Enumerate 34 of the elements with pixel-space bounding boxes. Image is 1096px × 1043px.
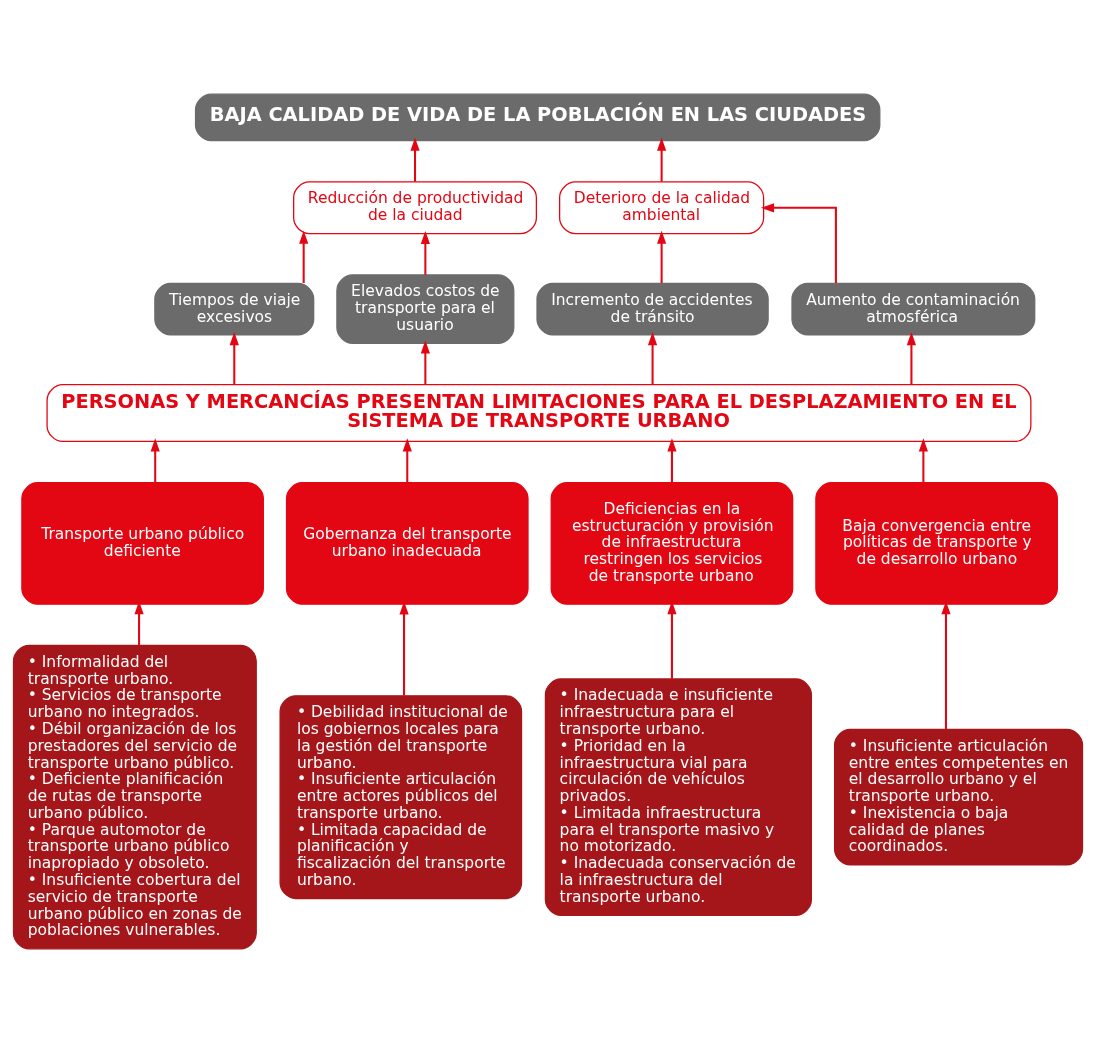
node-box: Deficiencias en la estructuración y provisión de infraestructura restringen los servicios de transporte urbano — [550, 482, 794, 605]
arrow — [918, 438, 928, 483]
node-box: Deterioro de la calidad ambiental — [558, 181, 765, 235]
arrow — [420, 230, 430, 275]
node-box: Elevados costos de transporte para el usuario — [336, 274, 515, 344]
node-box: Transporte urbano público deficiente — [21, 482, 264, 605]
node-box: Aumento de contaminación atmosférica — [791, 282, 1036, 336]
node-box: BAJA CALIDAD DE VIDA DE LA POBLACIÓN EN LAS CIUDADES — [194, 93, 881, 142]
arrow — [420, 340, 430, 385]
arrow — [667, 438, 677, 483]
node-box: • Informalidad del transporte urbano. • Servicios de transporte urbano no integrados. • Débil organización de los prestadores del servicio de transporte urbano público. • Deficiente planificación de rutas de transporte urbano público. • Parque automotor de transporte urbano público inapropiado y obsoleto. • Insuficiente cobertura del servicio de transporte urbano público en zonas de poblaciones vulnerables. — [12, 644, 257, 950]
arrow — [229, 331, 239, 385]
arrow — [410, 137, 420, 182]
node-box: Baja convergencia entre políticas de transporte y de desarrollo urbano — [815, 482, 1058, 605]
node-box: • Inadecuada e insuficiente infraestructura para el transporte urbano. • Prioridad en la infraestructura vial para circulación de vehículos privados. • Limitada infraestructura para el transporte masivo y no motorizado. • Inadecuada conservación de la infraestructura del transporte urbano. — [544, 678, 812, 916]
node-box: • Insuficiente articulación entre entes competentes en el desarrollo urbano y el transporte urbano. • Inexistencia o baja calidad de planes coordinados. — [833, 728, 1084, 866]
arrow — [402, 438, 412, 483]
arrow — [657, 230, 667, 283]
arrow — [299, 230, 309, 283]
arrow — [134, 601, 144, 646]
node-box: PERSONAS Y MERCANCÍAS PRESENTAN LIMITACIONES PARA EL DESPLAZAMIENTO EN EL SISTEMA DE TRANSPORTE URBANO — [46, 384, 1032, 443]
node-box: Reducción de productividad de la ciudad — [293, 181, 538, 235]
node-box: Incremento de accidentes de tránsito — [536, 282, 769, 336]
node-box: • Debilidad institucional de los gobiernos locales para la gestión del transporte urbano. • Insuficiente articulación entre actores públicos del transporte urbano. • Limitada capacidad de planificación y fiscalización del transporte urbano. — [279, 695, 523, 900]
arrow — [647, 331, 658, 385]
node-box: Tiempos de viaje excesivos — [154, 282, 315, 336]
arrow — [399, 601, 409, 696]
arrow — [941, 601, 951, 730]
node-box: Gobernanza del transporte urbano inadecuada — [285, 482, 529, 605]
arrow — [760, 203, 837, 283]
arrow — [657, 137, 667, 182]
arrow — [906, 331, 917, 385]
arrow — [667, 601, 677, 679]
arrow — [150, 438, 160, 483]
